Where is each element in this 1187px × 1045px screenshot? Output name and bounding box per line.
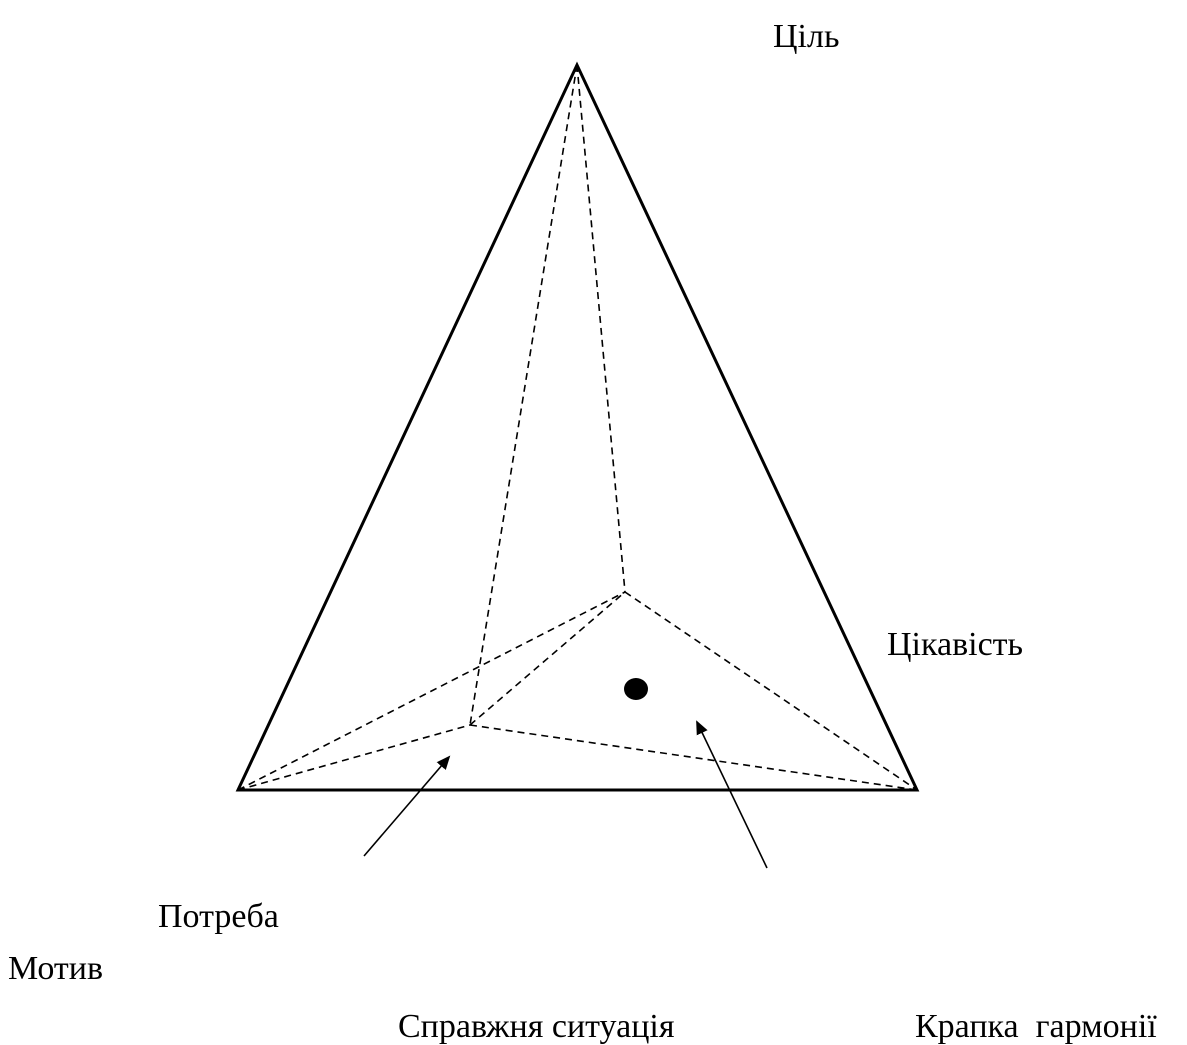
edge-apex-to-back-vertex [576, 64, 626, 593]
edge-apex-to-inner-vertex [469, 64, 578, 726]
label-harmony-point: Крапка гармонії [915, 1008, 1157, 1045]
real-situation-arrow [363, 755, 451, 857]
label-need: Потреба [158, 898, 279, 935]
harmony-point-arrow [696, 720, 768, 869]
edge-left-to-back-vertex [237, 591, 626, 791]
edge-inner-to-back-vertex [469, 591, 626, 726]
label-goal: Ціль [773, 18, 840, 55]
label-motive: Мотив [8, 950, 104, 987]
label-interest: Цікавість [887, 626, 1024, 663]
edge-inner-to-right-vertex [469, 724, 918, 791]
outer-triangle [235, 61, 920, 792]
edge-left-to-inner-vertex [237, 724, 471, 791]
harmony-point-dot [624, 678, 648, 700]
edge-back-to-right-vertex [624, 591, 918, 791]
label-real-situation: Справжня ситуація [398, 1008, 675, 1045]
